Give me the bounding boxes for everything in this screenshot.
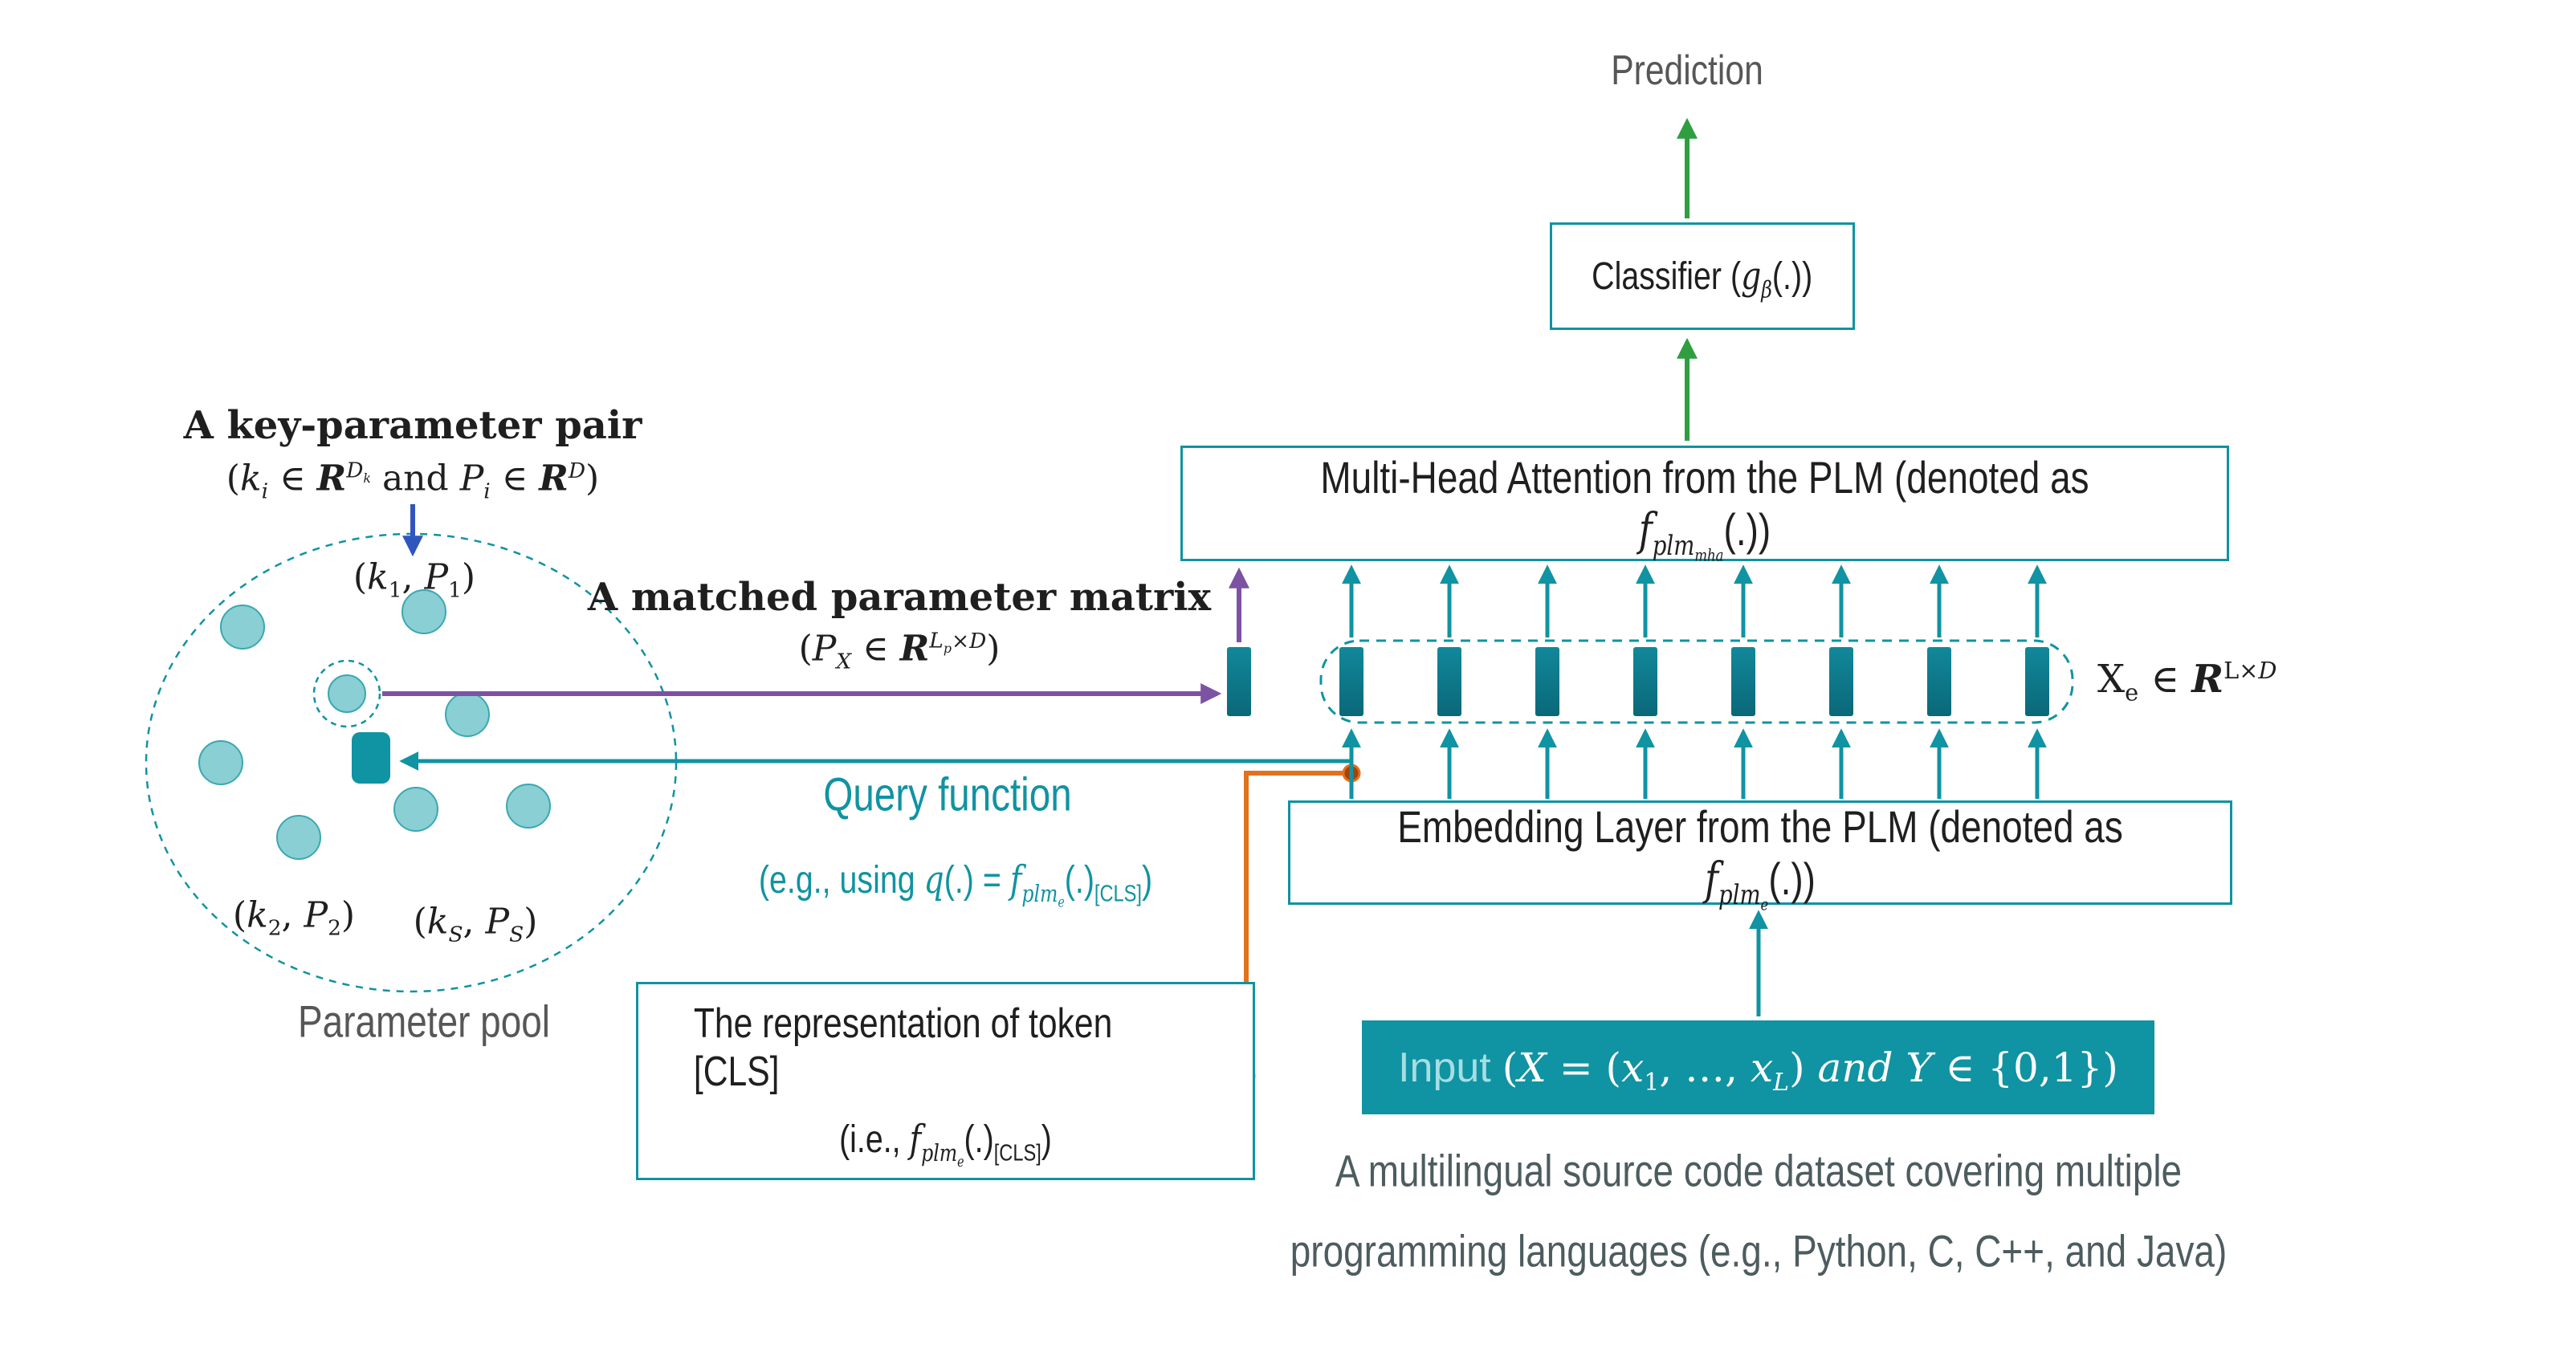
embedding-to-token-arrows bbox=[1342, 728, 2047, 799]
token-bar bbox=[1339, 647, 1363, 716]
key-pair-caption-line2: (ki ∈ RDk and Pi ∈ RD) bbox=[226, 458, 600, 504]
token-bars bbox=[1339, 647, 2049, 716]
selected-parameter-chip bbox=[352, 732, 390, 784]
token-bar bbox=[1829, 647, 1853, 716]
input-box: Input (X = (x1, …, xL) and Y ∈ {0,1}) bbox=[1362, 1020, 2154, 1114]
pool-pair2-label: (k2, P2) bbox=[232, 894, 356, 941]
xe-label: Xe ∈ RL×D bbox=[2097, 657, 2277, 707]
pool-dot bbox=[276, 815, 321, 860]
token-bar bbox=[1633, 647, 1657, 716]
cls-representation-box: The representation of token [CLS] (i.e.,… bbox=[636, 982, 1255, 1180]
query-caption-line2: (e.g., using q(.) = fplme(.)[CLS]) bbox=[758, 857, 1153, 911]
classifier-box: Classifier (gβ(.)) bbox=[1550, 222, 1855, 330]
mha-label: Multi-Head Attention from the PLM (denot… bbox=[1320, 451, 2089, 565]
cls-caption-line2: (i.e., fplme(.)[CLS]) bbox=[839, 1117, 1052, 1171]
token-bar bbox=[2025, 647, 2049, 716]
dataset-caption-line2: programming languages (e.g., Python, C, … bbox=[1290, 1225, 2228, 1277]
token-to-mha-arrows bbox=[1342, 564, 2047, 637]
token-bar bbox=[1535, 647, 1559, 716]
input-prefix-label: Input bbox=[1398, 1044, 1491, 1091]
pool-dot bbox=[506, 784, 551, 829]
pool-dot bbox=[445, 692, 490, 737]
pool-dot-selected bbox=[328, 674, 366, 713]
dataset-caption-line1: A multilingual source code dataset cover… bbox=[1335, 1145, 2183, 1196]
pool-dot bbox=[198, 740, 243, 785]
matched-matrix-caption-line2: (PX ∈ RLp×D) bbox=[798, 628, 1001, 674]
key-pair-caption-line1: A key-parameter pair bbox=[183, 403, 642, 448]
cls-tap-connector bbox=[1244, 771, 1351, 1076]
token-bar bbox=[1437, 647, 1461, 716]
parameter-pool-dots bbox=[198, 589, 551, 860]
embedding-label: Embedding Layer from the PLM (denoted as… bbox=[1397, 800, 2123, 914]
token-embeddings-box bbox=[1319, 639, 2074, 724]
pool-caption: Parameter pool bbox=[298, 996, 550, 1047]
token-bar bbox=[1731, 647, 1755, 716]
pool-pairS-label: (kS, PS) bbox=[413, 901, 538, 947]
cls-caption-line1: The representation of token [CLS] bbox=[693, 1000, 1113, 1096]
mha-box: Multi-Head Attention from the PLM (denot… bbox=[1180, 446, 2229, 565]
selected-dot-ring bbox=[312, 659, 381, 728]
pool-pair1-label: (k1, P1) bbox=[353, 556, 476, 603]
input-math-label: (X = (x1, …, xL) and Y ∈ {0,1}) bbox=[1502, 1044, 2118, 1097]
query-caption-line1: Query function bbox=[823, 768, 1072, 821]
matched-matrix-caption-line1: A matched parameter matrix bbox=[587, 575, 1212, 620]
pool-dot bbox=[401, 589, 446, 634]
classifier-label: Classifier (gβ(.)) bbox=[1592, 254, 1813, 303]
embedding-box: Embedding Layer from the PLM (denoted as… bbox=[1288, 800, 2232, 914]
token-bar bbox=[1927, 647, 1951, 716]
pool-dot bbox=[220, 605, 265, 650]
matched-parameter-bar bbox=[1227, 647, 1251, 716]
pool-dot bbox=[393, 787, 438, 832]
prediction-label: Prediction bbox=[1611, 47, 1763, 94]
